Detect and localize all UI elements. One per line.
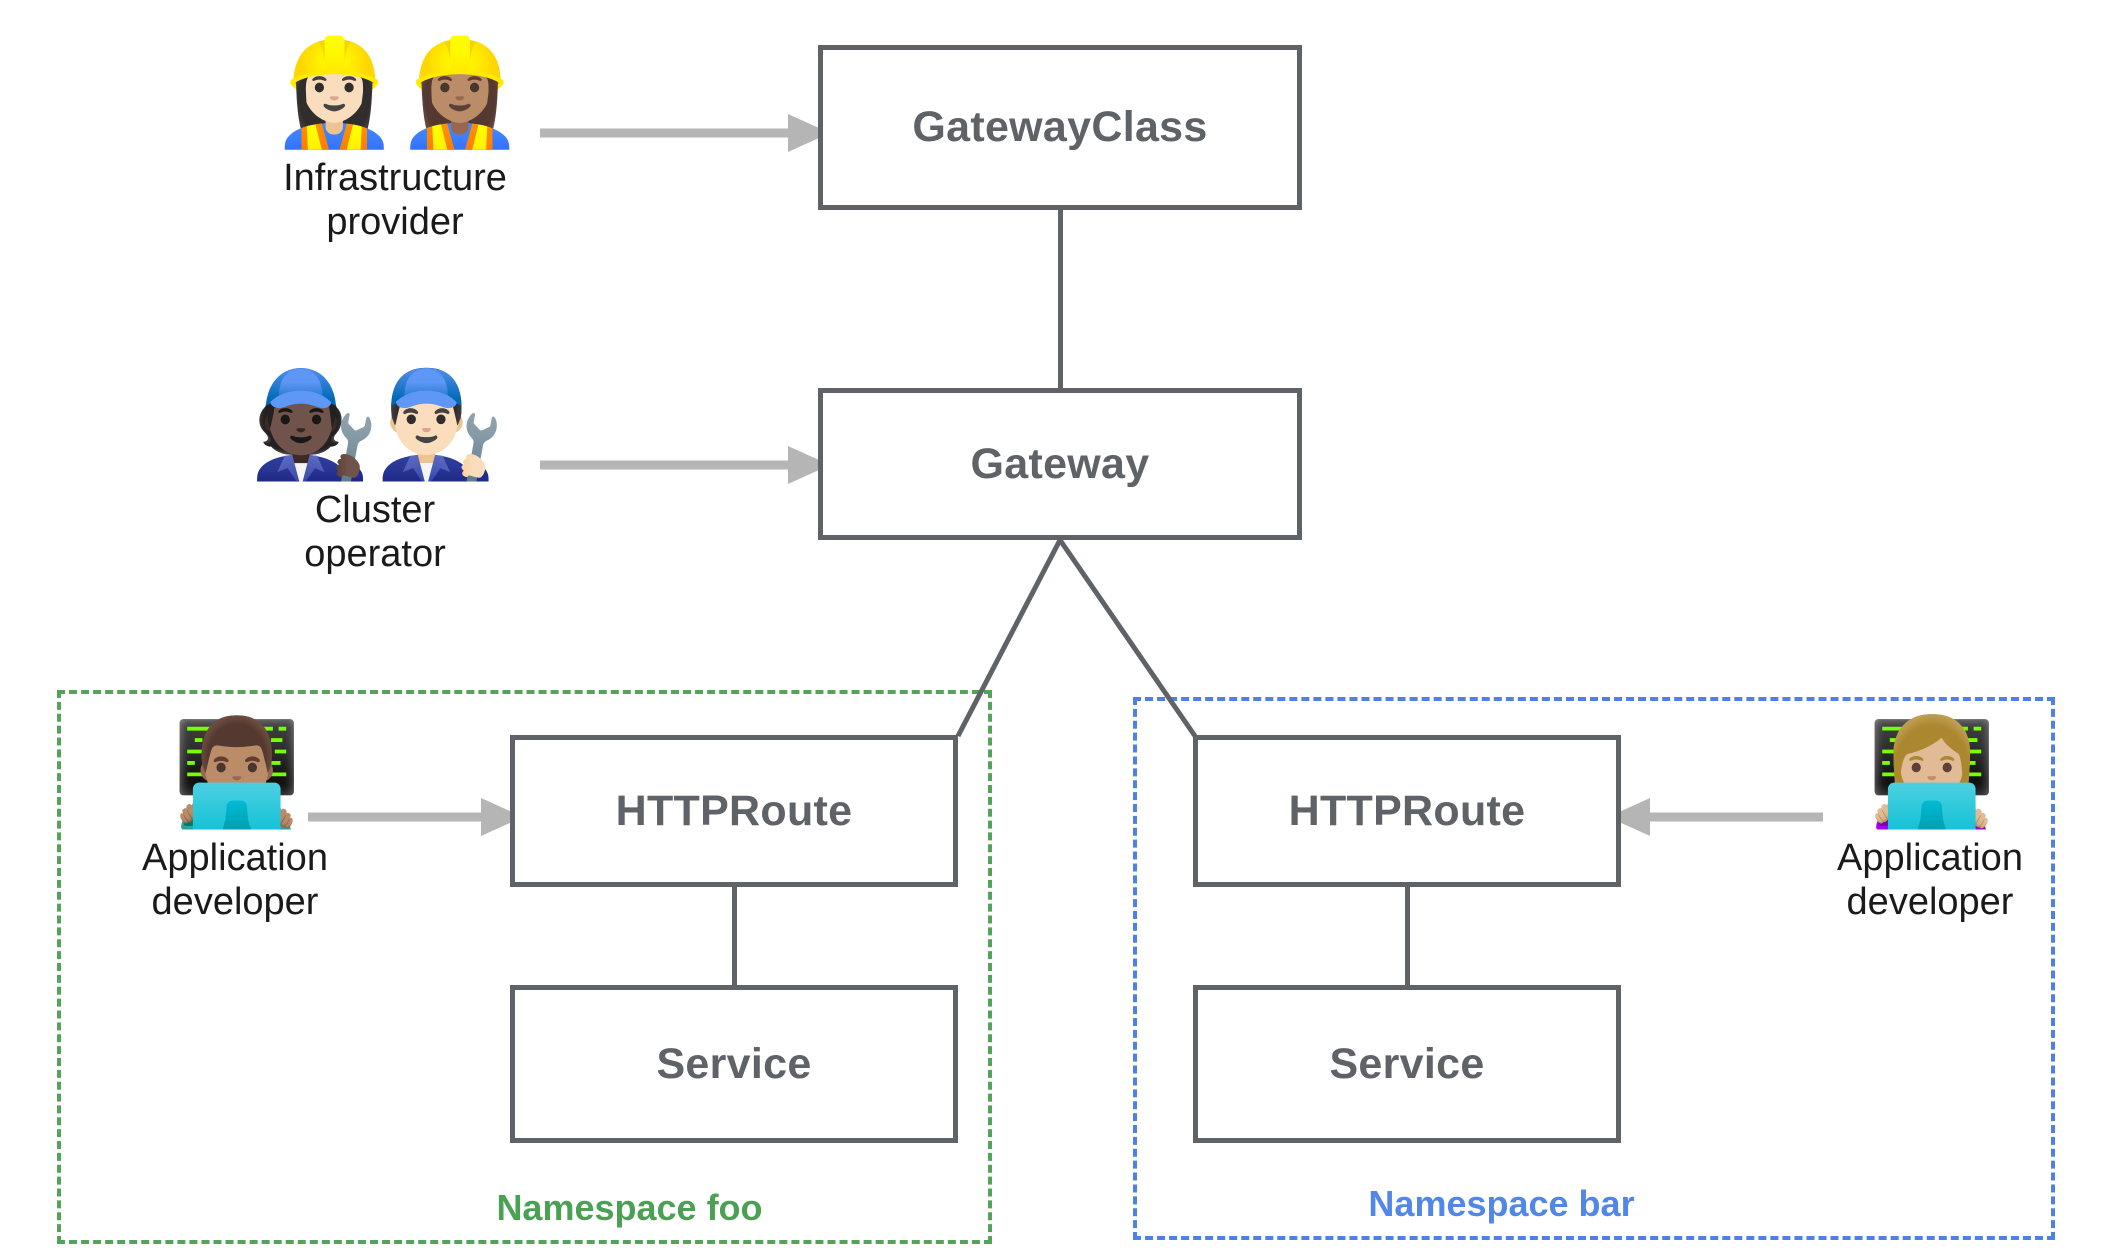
node-gatewayclass-label: GatewayClass (912, 103, 1208, 151)
node-httproute-bar-label: HTTPRoute (1288, 786, 1526, 835)
actor-infrastructure-provider-label: Infrastructure provider (283, 157, 507, 244)
node-service-foo-label: Service (656, 1039, 812, 1088)
node-service-bar-label: Service (1329, 1039, 1485, 1088)
actor-application-developer-bar: 👩🏼‍💻 Application developer (1780, 718, 2080, 924)
link-httproute-to-service-foo (732, 887, 737, 985)
namespace-label-foo: Namespace foo (496, 1187, 763, 1228)
namespace-container-foo: Namespace foo (57, 690, 992, 1244)
namespace-container-bar: Namespace bar (1133, 697, 2055, 1240)
node-httproute-foo[interactable]: HTTPRoute (510, 735, 958, 887)
node-httproute-bar[interactable]: HTTPRoute (1193, 735, 1621, 887)
namespace-label-bar: Namespace bar (1368, 1183, 1635, 1224)
actor-infrastructure-provider: 👷🏻‍♀️👷🏽‍♀️ Infrastructure provider (230, 38, 560, 244)
actor-application-developer-foo-label: Application developer (142, 837, 328, 924)
actor-cluster-operator: 🧑🏿‍🔧👨🏻‍🔧 Cluster operator (210, 370, 540, 576)
man-technologist-icon: 👨🏽‍💻 (172, 715, 302, 831)
woman-technologist-icon: 👩🏼‍💻 (1867, 715, 1997, 831)
node-gatewayclass[interactable]: GatewayClass (818, 45, 1302, 210)
node-service-foo[interactable]: Service (510, 985, 958, 1143)
node-service-bar[interactable]: Service (1193, 985, 1621, 1143)
link-httproute-to-service-bar (1405, 887, 1410, 985)
actor-cluster-operator-label: Cluster operator (304, 489, 446, 576)
link-gatewayclass-to-gateway (1058, 210, 1063, 388)
node-gateway-label: Gateway (970, 439, 1150, 488)
actor-application-developer-foo: 👨🏽‍💻 Application developer (85, 718, 385, 924)
arrow-cluster-operator-to-gateway (540, 446, 830, 484)
actor-application-developer-bar-label: Application developer (1837, 837, 2023, 924)
person-mechanic-icon: 🧑🏿‍🔧👨🏻‍🔧 (249, 367, 505, 483)
node-gateway[interactable]: Gateway (818, 388, 1302, 540)
arrow-infrastructure-provider-to-gatewayclass (540, 114, 830, 152)
node-httproute-foo-label: HTTPRoute (615, 786, 853, 835)
woman-construction-worker-icon: 👷🏻‍♀️👷🏽‍♀️ (269, 35, 525, 151)
